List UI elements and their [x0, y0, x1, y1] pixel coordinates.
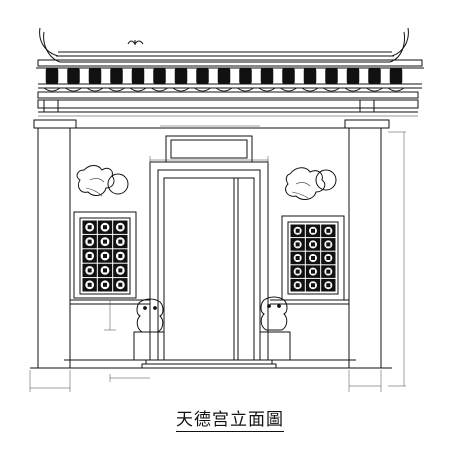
drawing-title-text: 天德宫立面圖 — [176, 410, 284, 432]
lattice-knot — [87, 282, 92, 287]
lattice-knot — [118, 225, 123, 230]
tile-end — [151, 87, 168, 92]
lattice-knot — [87, 254, 92, 258]
lattice-knot — [295, 256, 300, 260]
tile-end — [43, 87, 61, 92]
left-bracket — [43, 99, 59, 113]
lattice-knot — [311, 242, 315, 247]
right-pillar — [344, 119, 390, 369]
lattice-knot — [311, 256, 315, 260]
lattice-knot — [118, 239, 123, 244]
tile-end — [129, 87, 147, 92]
lattice-knot — [118, 282, 123, 287]
roof-tile — [174, 67, 188, 85]
tile-end — [215, 87, 233, 92]
roof-tile — [88, 67, 102, 85]
roof-tile — [368, 67, 381, 85]
lattice-knot — [87, 225, 92, 230]
tile-end — [301, 87, 319, 92]
dimension-lines — [29, 125, 406, 392]
right-bracket — [359, 99, 375, 113]
roof-tile — [389, 67, 403, 85]
door-steps — [141, 359, 277, 369]
roof-tile — [303, 67, 317, 85]
roof-tile — [153, 67, 166, 85]
main-door — [149, 161, 269, 361]
lattice-knot — [103, 239, 107, 244]
lattice-knot — [103, 268, 107, 273]
roof-tile — [67, 67, 80, 85]
roof — [36, 27, 424, 117]
roof-tiles — [43, 67, 405, 92]
left-cloud-ornament — [76, 165, 129, 197]
lattice-knot — [326, 228, 331, 233]
lattice-knot — [326, 256, 331, 260]
lattice-knot — [311, 269, 315, 274]
right-cloud-ornament — [285, 167, 337, 200]
roof-tile — [131, 67, 145, 85]
tile-end — [108, 87, 125, 92]
left-guardian-lion — [133, 298, 165, 361]
roof-tile — [110, 67, 123, 85]
right-window — [281, 215, 345, 301]
tile-end — [366, 87, 383, 92]
tile-end — [280, 87, 297, 92]
roof-tile — [45, 67, 59, 85]
roof-tile — [239, 67, 252, 85]
lattice-knot — [326, 283, 331, 288]
roof-tile — [325, 67, 338, 85]
lattice-knot — [326, 242, 331, 247]
lattice-knot — [118, 268, 123, 273]
roof-tile — [196, 67, 209, 85]
lattice-knot — [118, 254, 123, 258]
lattice-knot — [103, 282, 107, 287]
tile-end — [172, 87, 190, 92]
roof-tile — [260, 67, 274, 85]
tile-end — [387, 87, 405, 92]
right-guardian-lion — [259, 296, 291, 361]
lattice-knot — [103, 225, 107, 230]
name-plaque — [165, 135, 253, 163]
tile-end — [258, 87, 276, 92]
lattice-knot — [311, 283, 315, 288]
tile-end — [86, 87, 104, 92]
lattice-knot — [326, 269, 331, 274]
lattice-knot — [295, 242, 300, 247]
lattice-knot — [295, 228, 300, 233]
roof-tile — [346, 67, 360, 85]
left-window — [73, 211, 137, 299]
tile-end — [237, 87, 254, 92]
drawing-title: 天德宫立面圖 — [0, 405, 460, 432]
tile-end — [344, 87, 362, 92]
lattice-knot — [311, 228, 315, 233]
lattice-knot — [295, 283, 300, 288]
lattice-knot — [87, 239, 92, 244]
tile-end — [194, 87, 211, 92]
tile-end — [65, 87, 82, 92]
lattice-knot — [103, 254, 107, 258]
roof-tile — [282, 67, 295, 85]
lattice-knot — [87, 268, 92, 273]
left-pillar — [33, 119, 77, 369]
roof-tile — [217, 67, 231, 85]
lattice-knot — [295, 269, 300, 274]
tile-end — [323, 87, 340, 92]
